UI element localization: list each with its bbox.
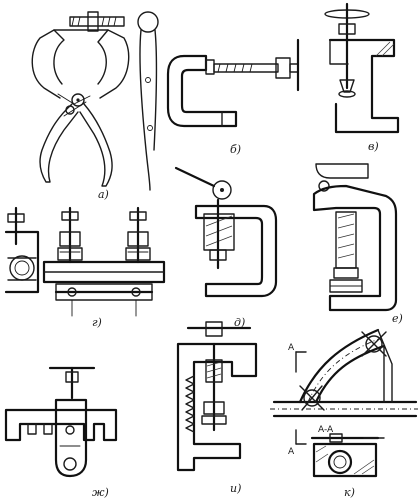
- panel-k-pipe-jig: A A A-A: [270, 328, 418, 478]
- section-mark-a-top: A: [288, 343, 295, 353]
- panel-e-large-clamp: [312, 163, 398, 312]
- panel-zh-slotted-clamp: [4, 366, 118, 478]
- panel-label-i: и): [230, 482, 241, 495]
- section-mark-a-bottom: A: [288, 447, 295, 457]
- panel-i-toothed-clamp: [176, 321, 258, 472]
- panel-g-twin-screw: [4, 206, 166, 317]
- panel-label-a: а): [98, 188, 109, 201]
- panel-label-zh: ж): [92, 486, 109, 499]
- panel-label-e: е): [392, 312, 403, 325]
- panel-d-cam-clamp: [174, 166, 278, 298]
- panel-label-v: в): [368, 140, 379, 153]
- panel-a-plier-clamp: [31, 11, 130, 187]
- panel-v-bracket-clamp: [324, 2, 400, 134]
- panel-label-g: г): [92, 316, 102, 329]
- panel-label-d: д): [234, 316, 245, 329]
- panel-a-side-lever: [137, 11, 159, 191]
- panel-label-k: к): [344, 486, 355, 499]
- panel-label-b: б): [230, 143, 241, 156]
- panel-b-c-clamp: [166, 38, 300, 128]
- section-label-aa: A-A: [318, 425, 334, 435]
